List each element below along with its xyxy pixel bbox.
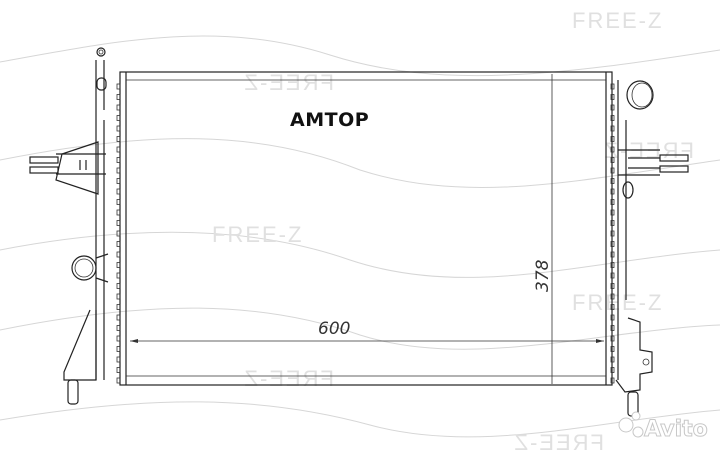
- tank-tooth: [610, 199, 615, 205]
- tank-tooth: [610, 125, 615, 132]
- tank-tooth: [116, 262, 121, 268]
- tank-tooth: [116, 167, 121, 174]
- tank-tooth: [610, 304, 615, 310]
- wave-background: [0, 35, 720, 438]
- tank-tooth: [610, 346, 615, 352]
- tank-tooth: [610, 335, 615, 342]
- tank-tooth: [610, 241, 615, 247]
- tank-tooth: [610, 83, 615, 90]
- tank-tooth: [610, 262, 615, 268]
- dimension-width: [130, 339, 604, 343]
- height-dimension-label: 378: [533, 259, 553, 292]
- tank-tooth: [116, 335, 121, 342]
- tank-tooth: [610, 356, 615, 363]
- right-tank-fittings: [615, 80, 689, 417]
- tank-tooth: [116, 220, 121, 226]
- tank-tooth: [116, 209, 121, 216]
- tank-tooth: [116, 325, 121, 331]
- tank-tooth: [116, 125, 121, 132]
- tank-tooth: [116, 178, 121, 184]
- tank-tooth: [116, 199, 121, 205]
- tank-tooth: [610, 167, 615, 174]
- tank-tooth: [116, 304, 121, 310]
- tank-tooth: [610, 115, 615, 121]
- brand-logo: AMTOP: [290, 109, 369, 131]
- tank-tooth: [116, 241, 121, 247]
- tank-tooth: [610, 136, 615, 142]
- tank-tooth: [610, 293, 615, 300]
- tank-tooth: [116, 146, 121, 153]
- tank-tooth: [610, 230, 615, 237]
- tank-tooth: [116, 346, 121, 352]
- tank-tooth: [116, 94, 121, 100]
- tank-tooth: [116, 188, 121, 195]
- tank-tooth: [610, 94, 615, 100]
- watermark-freez: FREE-Z: [572, 8, 663, 33]
- tank-tooth: [116, 251, 121, 258]
- tank-tooth: [116, 314, 121, 321]
- tank-tooth: [116, 293, 121, 300]
- tank-tooth: [610, 314, 615, 321]
- tank-tooth: [610, 178, 615, 184]
- watermark-freez-mirrored: FREE-Z: [243, 70, 334, 95]
- tank-tooth: [610, 251, 615, 258]
- tank-tooth: [116, 83, 121, 90]
- watermark-freez-mirrored: FREE-Z: [243, 366, 334, 391]
- tank-tooth: [610, 283, 615, 289]
- tank-tooth: [610, 220, 615, 226]
- left-tank-fittings: [29, 47, 109, 405]
- tank-tooth: [116, 356, 121, 363]
- watermark-freez: FREE-Z: [572, 290, 663, 315]
- tank-tooth: [610, 272, 615, 279]
- tank-tooth: [116, 115, 121, 121]
- tank-tooth: [610, 367, 615, 373]
- tank-tooth: [610, 104, 615, 111]
- tank-tooth: [116, 104, 121, 111]
- tank-tooth: [116, 283, 121, 289]
- tank-tooth: [116, 367, 121, 373]
- tank-tooth: [610, 377, 615, 384]
- avito-wordmark: Avito: [644, 417, 708, 442]
- tank-tooth: [116, 157, 121, 163]
- tank-tooth: [610, 209, 615, 216]
- tank-tooth: [610, 325, 615, 331]
- tank-tooth: [116, 136, 121, 142]
- tank-tooth: [116, 377, 121, 384]
- tank-tooth: [610, 146, 615, 153]
- avito-logo: Avito: [618, 411, 708, 443]
- watermark-freez-mirrored: FREE-Z: [513, 430, 604, 455]
- tank-tooth: [610, 188, 615, 195]
- tank-tooth: [116, 230, 121, 237]
- width-dimension-label: 600: [318, 319, 350, 339]
- tank-tooth: [116, 272, 121, 279]
- tank-tooth: [610, 157, 615, 163]
- watermark-freez: FREE-Z: [212, 222, 303, 247]
- radiator-core: [116, 71, 615, 386]
